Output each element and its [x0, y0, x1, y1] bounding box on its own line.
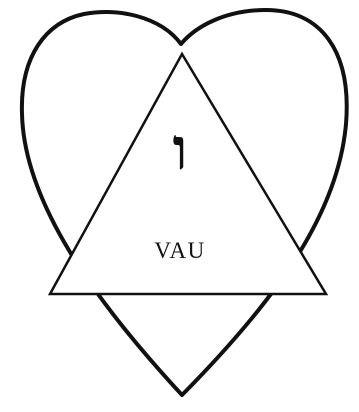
- letter-name-label: VAU: [120, 238, 240, 264]
- hebrew-letter-vav: ו: [160, 114, 200, 184]
